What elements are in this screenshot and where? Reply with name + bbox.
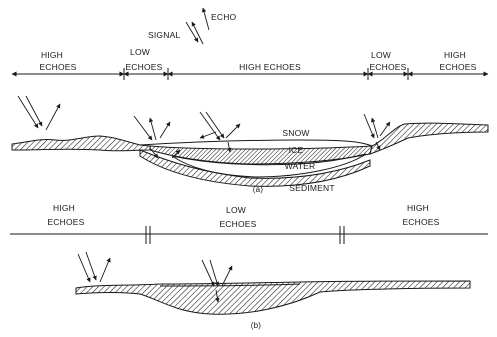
panel-a-zone-5: HIGH ECHOES [439,50,476,72]
zone-label-bottom: ECHOES [402,217,439,227]
zone-label-top: HIGH [41,50,63,60]
panel-a-snow-surface [140,140,372,146]
label-water: WATER [285,161,316,171]
label-ice: ICE [289,145,304,155]
panel-a-zone-4: LOW ECHOES [369,50,406,72]
zone-label-top: LOW [130,47,150,57]
legend-echo-arrow-2 [203,8,209,30]
zone-label-bottom: ECHOES [39,62,76,72]
zone-label-bottom: ECHOES [369,62,406,72]
zone-label-top: HIGH [53,203,75,213]
legend: SIGNAL ECHO [148,8,237,44]
label-snow: SNOW [282,128,309,138]
panel-a-ground-left [12,136,150,151]
zone-label-bottom: ECHOES [47,217,84,227]
panel-b-ground [76,281,470,314]
zone-label-bottom: ECHOES [439,62,476,72]
panel-a-zone-1: HIGH ECHOES [39,50,76,72]
panel-a-caption: (a) [253,185,264,194]
zone-label-top: HIGH [444,50,466,60]
zone-label-top: LOW [371,50,391,60]
panel-b-zone-2: LOW ECHOES [219,205,256,229]
zone-label-top: LOW [226,205,246,215]
panel-a-zone-2: LOW ECHOES [125,47,162,72]
panel-a-zone-3: HIGH ECHOES [239,62,301,72]
panel-b-zone-1: HIGH ECHOES [47,203,84,227]
legend-signal-label: SIGNAL [148,30,180,40]
zone-label-top: HIGH [407,203,429,213]
panel-b: HIGH ECHOES LOW ECHOES HIGH ECHOES [10,203,488,330]
legend-echo-label: ECHO [211,12,237,22]
zone-label-bottom: HIGH ECHOES [239,62,301,72]
panel-a: HIGH ECHOES LOW ECHOES HIGH ECHOES LOW E… [12,47,488,194]
legend-signal-arrow [186,22,198,42]
panel-b-caption: (b) [251,321,262,330]
panel-b-zone-3: HIGH ECHOES [402,203,439,227]
zone-label-bottom: ECHOES [219,219,256,229]
panel-a-ground-right [370,123,488,154]
label-sediment: SEDIMENT [289,183,335,193]
zone-label-bottom: ECHOES [125,62,162,72]
